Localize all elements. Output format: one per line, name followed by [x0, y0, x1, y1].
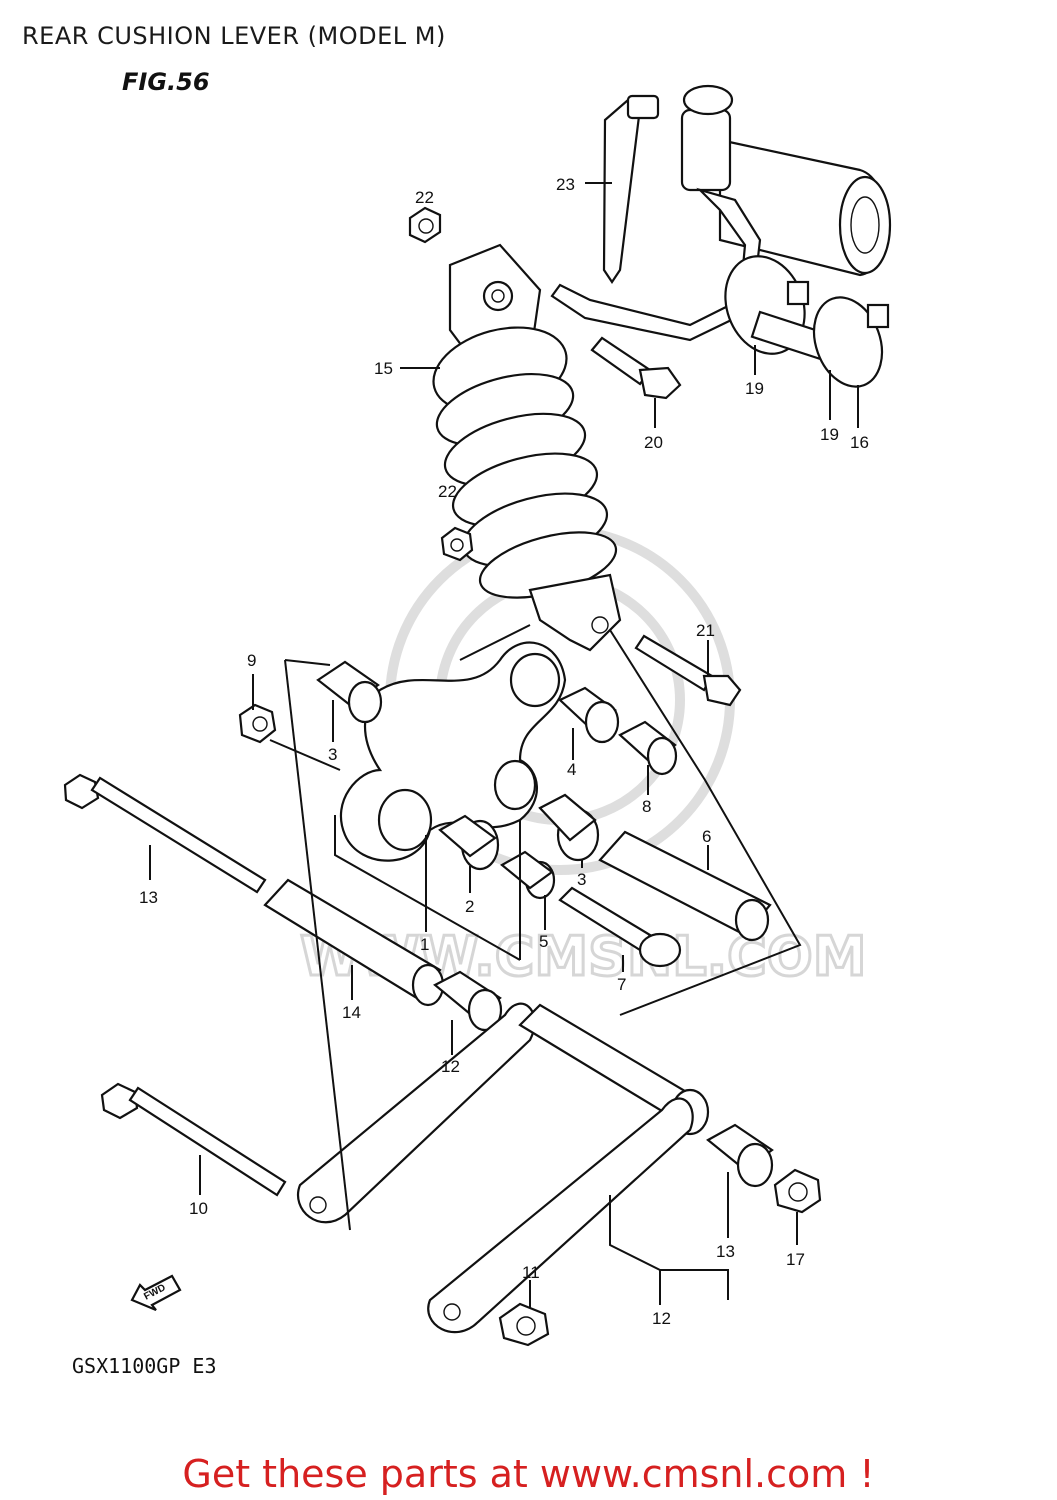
callout-3-left: 3	[328, 745, 337, 764]
callout-23: 23	[556, 175, 575, 194]
callout-numbers: 23 22 15 19 19 16 20 22 21 9 3 4 8 6 3 1…	[139, 175, 869, 1328]
callout-21: 21	[696, 621, 715, 640]
callout-20: 20	[644, 433, 663, 452]
callout-6: 6	[702, 827, 711, 846]
callout-15: 13	[139, 888, 158, 907]
part-13-bearing-upper	[433, 970, 503, 1032]
callout-7: 8	[642, 797, 651, 816]
cta-link[interactable]: Get these parts at www.cmsnl.com !	[182, 1452, 875, 1496]
leader-lines	[149, 182, 859, 1308]
part-17-shock-absorber	[432, 243, 622, 652]
part-6-spacer	[598, 830, 772, 942]
callout-8: 7	[617, 975, 626, 994]
callout-3-right: 3	[577, 870, 586, 889]
part-20-bolt	[590, 336, 682, 400]
callout-12: 12	[652, 1309, 671, 1328]
page-title: REAR CUSHION LEVER (MODEL M)	[22, 22, 446, 50]
part-21-bolt	[634, 634, 742, 707]
part-12-cushion-rod	[297, 1002, 710, 1334]
callout-10: 10	[189, 1199, 208, 1218]
callout-14: 14	[342, 1003, 361, 1022]
callout-2: 2	[465, 897, 474, 916]
callout-17: 15	[374, 359, 393, 378]
bearings-and-spacers	[316, 660, 678, 900]
part-16-nut	[773, 1168, 822, 1214]
part-15-bolt	[63, 773, 267, 894]
part-11-nut	[498, 1302, 550, 1347]
callout-4: 4	[567, 760, 576, 779]
callout-22-mid: 22	[438, 482, 457, 501]
callout-16: 17	[786, 1250, 805, 1269]
callout-13-lower: 13	[716, 1242, 735, 1261]
part-10-bolt	[100, 1082, 287, 1197]
callout-19-left: 19	[745, 379, 764, 398]
callout-5: 5	[539, 932, 548, 951]
callout-1: 1	[420, 935, 429, 954]
callout-11: 11	[522, 1263, 540, 1282]
model-code: GSX1100GP E3	[72, 1354, 217, 1378]
figure-label: FIG.56	[122, 68, 210, 96]
callout-19-right: 19	[820, 425, 839, 444]
part-8-bolt	[558, 886, 682, 968]
part-13-bearing-lower	[706, 1123, 774, 1188]
callout-22-top: 22	[415, 188, 434, 207]
part-23-wrench	[602, 94, 660, 284]
part-1-cushion-lever	[339, 641, 567, 862]
fwd-arrow-icon: FWD	[130, 1274, 182, 1312]
cta-banner[interactable]: Get these parts at www.cmsnl.com !	[0, 1452, 1057, 1496]
callout-9: 9	[247, 651, 256, 670]
reservoir-tank	[550, 84, 892, 342]
part-22-nuts	[408, 206, 474, 562]
callout-18: 16	[850, 433, 869, 452]
part-19-clamps	[724, 255, 890, 388]
part-9-nut	[238, 703, 277, 744]
callout-13-upper: 12	[441, 1057, 460, 1076]
